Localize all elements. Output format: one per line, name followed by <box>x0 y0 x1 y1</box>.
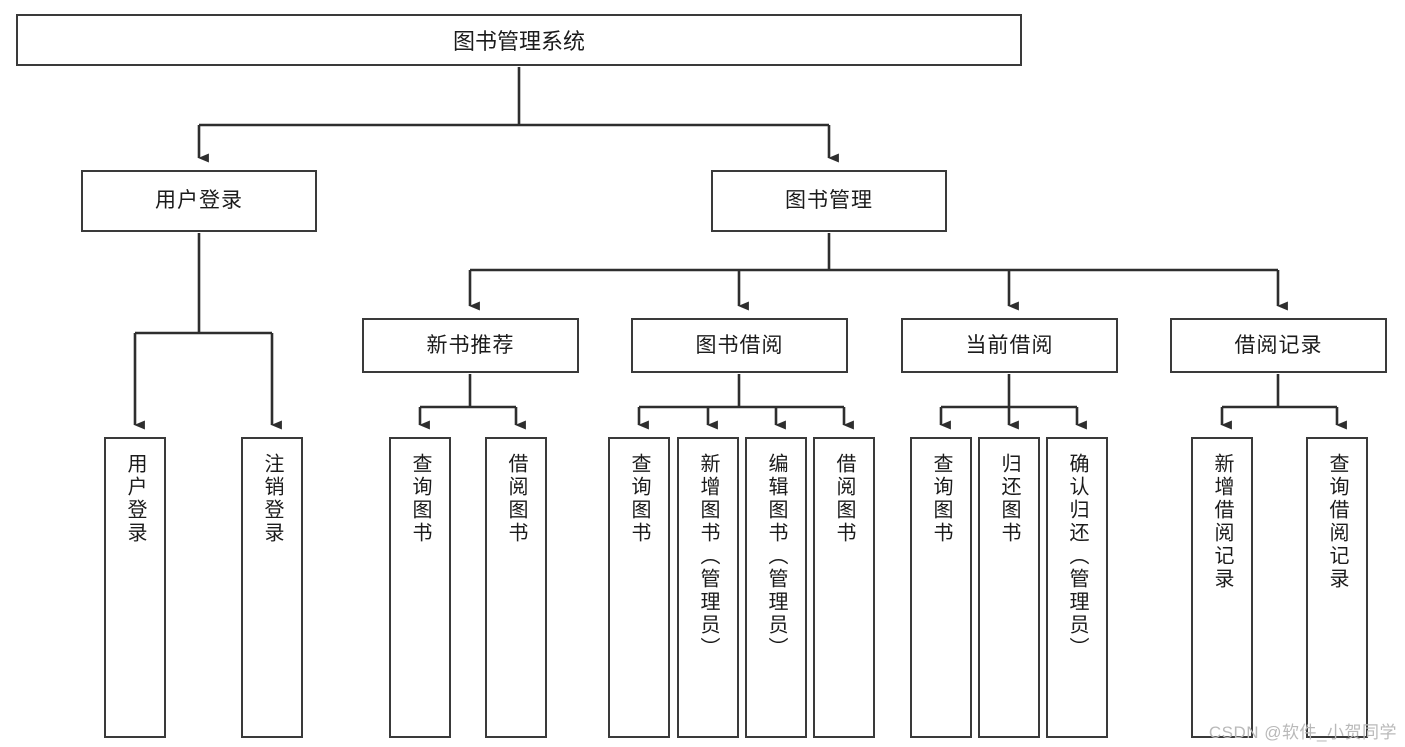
leaf-br-add-record[interactable]: 新增借阅记录 <box>1191 437 1253 738</box>
node-book-borrow[interactable]: 图书借阅 <box>631 318 848 373</box>
node-root-system[interactable]: 图书管理系统 <box>16 14 1022 66</box>
leaf-cb-confirm-return[interactable]: 确认归还（管理员） <box>1046 437 1108 738</box>
leaf-logout-label: 注销登录 <box>261 453 283 545</box>
node-book-manage[interactable]: 图书管理 <box>711 170 947 232</box>
node-user-login-label: 用户登录 <box>155 189 243 213</box>
node-user-login[interactable]: 用户登录 <box>81 170 317 232</box>
leaf-bb-query-book[interactable]: 查询图书 <box>608 437 670 738</box>
leaf-bb-add-book-label: 新增图书（管理员） <box>697 453 719 660</box>
node-new-book-recommend-label: 新书推荐 <box>426 333 515 357</box>
leaf-br-query-record-label: 查询借阅记录 <box>1326 453 1348 591</box>
leaf-logout[interactable]: 注销登录 <box>241 437 303 738</box>
leaf-nb-borrow-book[interactable]: 借阅图书 <box>485 437 547 738</box>
node-book-borrow-label: 图书借阅 <box>695 333 784 357</box>
leaf-user-login-label: 用户登录 <box>124 453 146 545</box>
leaf-bb-query-book-label: 查询图书 <box>628 453 650 545</box>
leaf-bb-borrow-book-label: 借阅图书 <box>833 453 855 545</box>
leaf-cb-confirm-return-label: 确认归还（管理员） <box>1066 453 1088 660</box>
node-current-borrow[interactable]: 当前借阅 <box>901 318 1118 373</box>
leaf-bb-edit-book[interactable]: 编辑图书（管理员） <box>745 437 807 738</box>
leaf-br-add-record-label: 新增借阅记录 <box>1211 453 1233 591</box>
node-borrow-record-label: 借阅记录 <box>1234 333 1323 357</box>
node-book-manage-label: 图书管理 <box>785 189 873 213</box>
leaf-nb-query-book-label: 查询图书 <box>409 453 431 545</box>
watermark: CSDN @软件_小贺同学 <box>1208 723 1397 742</box>
node-new-book-recommend[interactable]: 新书推荐 <box>362 318 579 373</box>
node-borrow-record[interactable]: 借阅记录 <box>1170 318 1387 373</box>
node-current-borrow-label: 当前借阅 <box>965 333 1054 357</box>
leaf-bb-edit-book-label: 编辑图书（管理员） <box>765 453 787 660</box>
node-root-system-label: 图书管理系统 <box>452 29 585 54</box>
leaf-nb-query-book[interactable]: 查询图书 <box>389 437 451 738</box>
leaf-bb-borrow-book[interactable]: 借阅图书 <box>813 437 875 738</box>
leaf-br-query-record[interactable]: 查询借阅记录 <box>1306 437 1368 738</box>
leaf-cb-return-book-label: 归还图书 <box>998 453 1020 545</box>
leaf-nb-borrow-book-label: 借阅图书 <box>505 453 527 545</box>
leaf-cb-query-book-label: 查询图书 <box>930 453 952 545</box>
leaf-cb-return-book[interactable]: 归还图书 <box>978 437 1040 738</box>
leaf-cb-query-book[interactable]: 查询图书 <box>910 437 972 738</box>
leaf-bb-add-book[interactable]: 新增图书（管理员） <box>677 437 739 738</box>
leaf-user-login[interactable]: 用户登录 <box>104 437 166 738</box>
